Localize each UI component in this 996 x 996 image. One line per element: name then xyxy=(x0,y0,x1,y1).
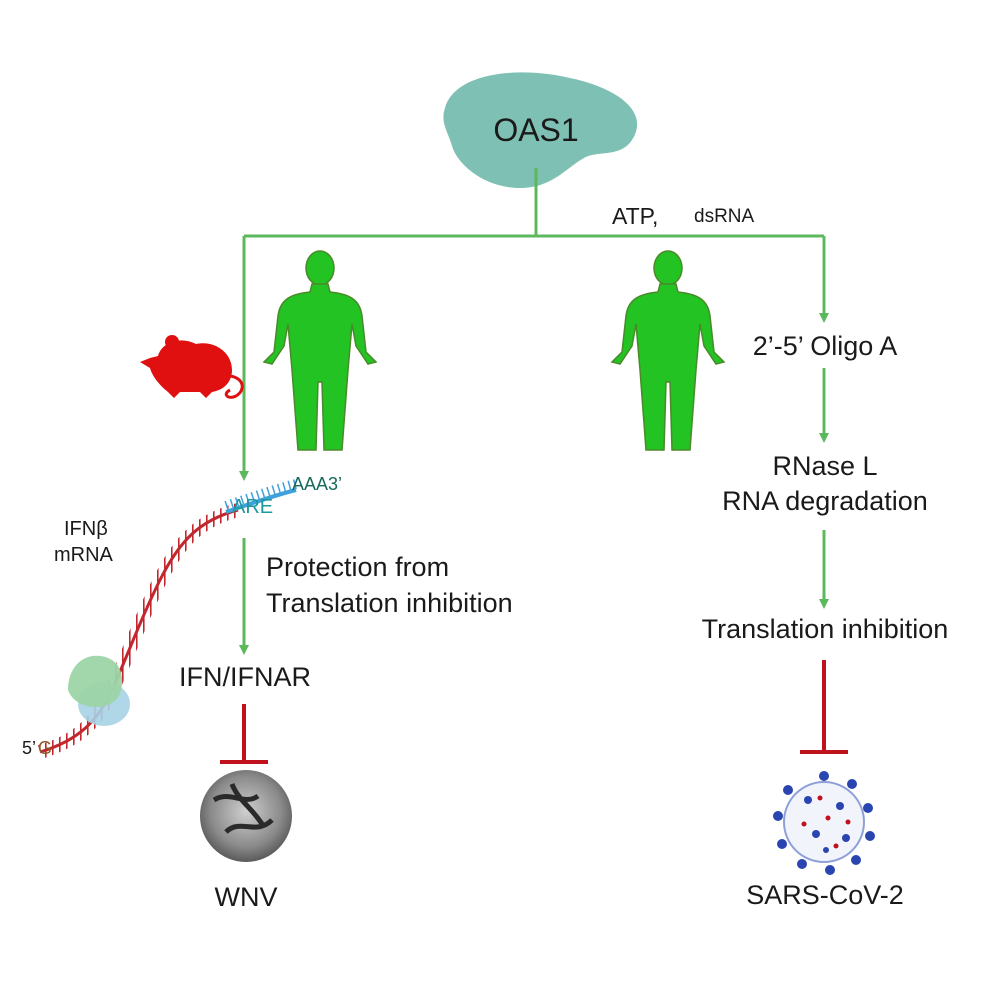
wnv-virus-icon xyxy=(200,770,292,862)
ifnb-label: IFNβ xyxy=(64,518,108,540)
oas1-protein-shape xyxy=(443,72,638,188)
oligo-a-label: 2’-5’ Oligo A xyxy=(752,331,898,361)
atp-label: ATP, xyxy=(612,203,659,229)
translation-inhibition-left-label: Translation inhibition xyxy=(266,588,513,618)
mouse-icon xyxy=(140,335,244,399)
mrna-label: mRNA xyxy=(54,544,113,566)
human-figure-icon xyxy=(262,250,378,451)
protection-label: Protection from xyxy=(266,552,450,582)
ifn-ifnar-label: IFN/IFNAR xyxy=(179,662,311,692)
sars-cov-2-label: SARS-CoV-2 xyxy=(746,880,904,910)
inhibition-bar-wnv xyxy=(220,704,268,764)
dsrna-label: dsRNA xyxy=(694,206,755,227)
ribosome-icon xyxy=(68,655,130,726)
rnase-l-label: RNase L xyxy=(772,451,878,481)
polya-tail-label: AAA3’ xyxy=(292,474,343,494)
sars-cov-2-virus-icon xyxy=(773,771,875,875)
branch-lines xyxy=(239,168,829,655)
cap-g-label: G xyxy=(38,738,53,758)
inhibition-bar-sars xyxy=(800,660,848,754)
oas1-label: OAS1 xyxy=(493,112,579,148)
ifnb-mrna-strand xyxy=(37,479,298,759)
human-figure-icon xyxy=(610,250,726,451)
wnv-label: WNV xyxy=(214,882,278,912)
five-prime-label: 5’ xyxy=(22,738,37,758)
are-label: ARE xyxy=(232,496,274,518)
translation-inhibition-label: Translation inhibition xyxy=(701,614,949,644)
rna-degradation-label: RNA degradation xyxy=(722,486,928,516)
